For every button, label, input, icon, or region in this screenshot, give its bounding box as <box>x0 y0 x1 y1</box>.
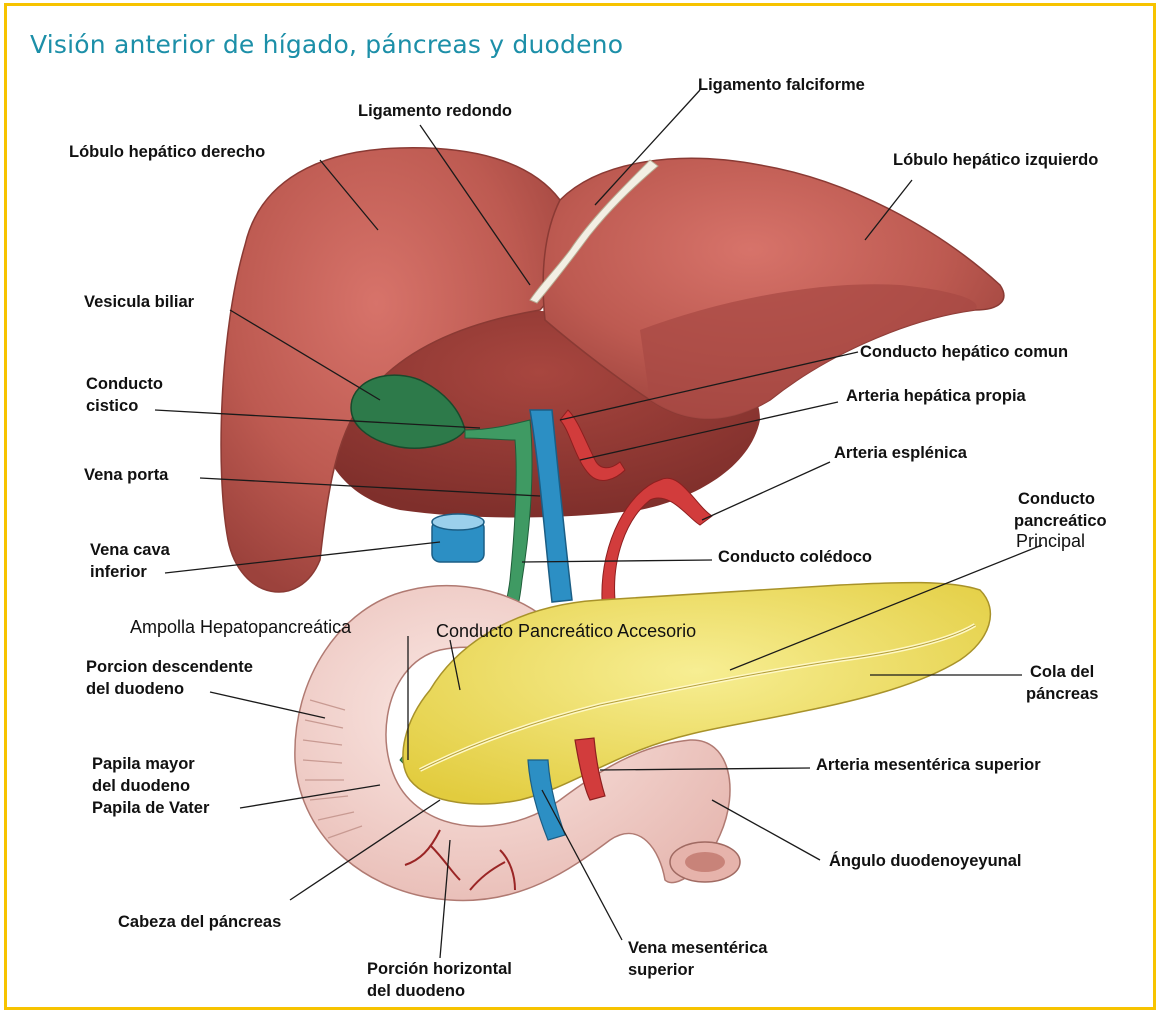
label-conducto-pancreatico-3: Principal <box>1016 531 1085 551</box>
label-ampolla: Ampolla Hepatopancreática <box>130 617 351 637</box>
label-porcion-descendente-2: del duodeno <box>86 679 184 699</box>
label-conducto-pancreatico-1: Conducto <box>1018 489 1095 509</box>
label-arteria-hepatica: Arteria hepática propia <box>846 386 1026 406</box>
label-vena-cava-2: inferior <box>90 562 147 582</box>
label-papila-2: del duodeno <box>92 776 190 796</box>
label-ligamento-redondo: Ligamento redondo <box>358 101 512 121</box>
label-vena-cava-1: Vena cava <box>90 540 170 560</box>
label-vesicula-biliar: Vesicula biliar <box>84 292 194 312</box>
label-vena-mesenterica-2: superior <box>628 960 694 980</box>
label-papila-1: Papila mayor <box>92 754 195 774</box>
label-angulo-duodenoyeyunal: Ángulo duodenoyeyunal <box>829 851 1022 871</box>
label-conducto-pancreatico-2: pancreático <box>1014 511 1107 531</box>
label-vena-mesenterica-1: Vena mesentérica <box>628 938 767 958</box>
label-papila-3: Papila de Vater <box>92 798 209 818</box>
label-cola-pancreas-1: Cola del <box>1030 662 1094 682</box>
figure-title: Visión anterior de hígado, páncreas y du… <box>30 30 623 59</box>
label-conducto-cistico-2: cistico <box>86 396 138 416</box>
label-porcion-horizontal-1: Porción horizontal <box>367 959 512 979</box>
label-vena-porta: Vena porta <box>84 465 168 485</box>
label-conducto-coledoco: Conducto colédoco <box>718 547 872 567</box>
label-cabeza-pancreas: Cabeza del páncreas <box>118 912 281 932</box>
inferior-vena-cava <box>432 514 484 562</box>
label-conducto-cistico-1: Conducto <box>86 374 163 394</box>
label-arteria-mesenterica: Arteria mesentérica superior <box>816 755 1041 775</box>
label-conducto-accesorio: Conducto Pancreático Accesorio <box>436 621 696 641</box>
label-porcion-horizontal-2: del duodeno <box>367 981 465 1001</box>
label-cola-pancreas-2: páncreas <box>1026 684 1098 704</box>
label-conducto-hepatico: Conducto hepático comun <box>860 342 1068 362</box>
label-lobulo-derecho: Lóbulo hepático derecho <box>69 142 265 162</box>
label-arteria-esplenica: Arteria esplénica <box>834 443 967 463</box>
label-porcion-descendente-1: Porcion descendente <box>86 657 253 677</box>
label-ligamento-falciforme: Ligamento falciforme <box>698 75 865 95</box>
label-lobulo-izquierdo: Lóbulo hepático izquierdo <box>893 150 1098 170</box>
